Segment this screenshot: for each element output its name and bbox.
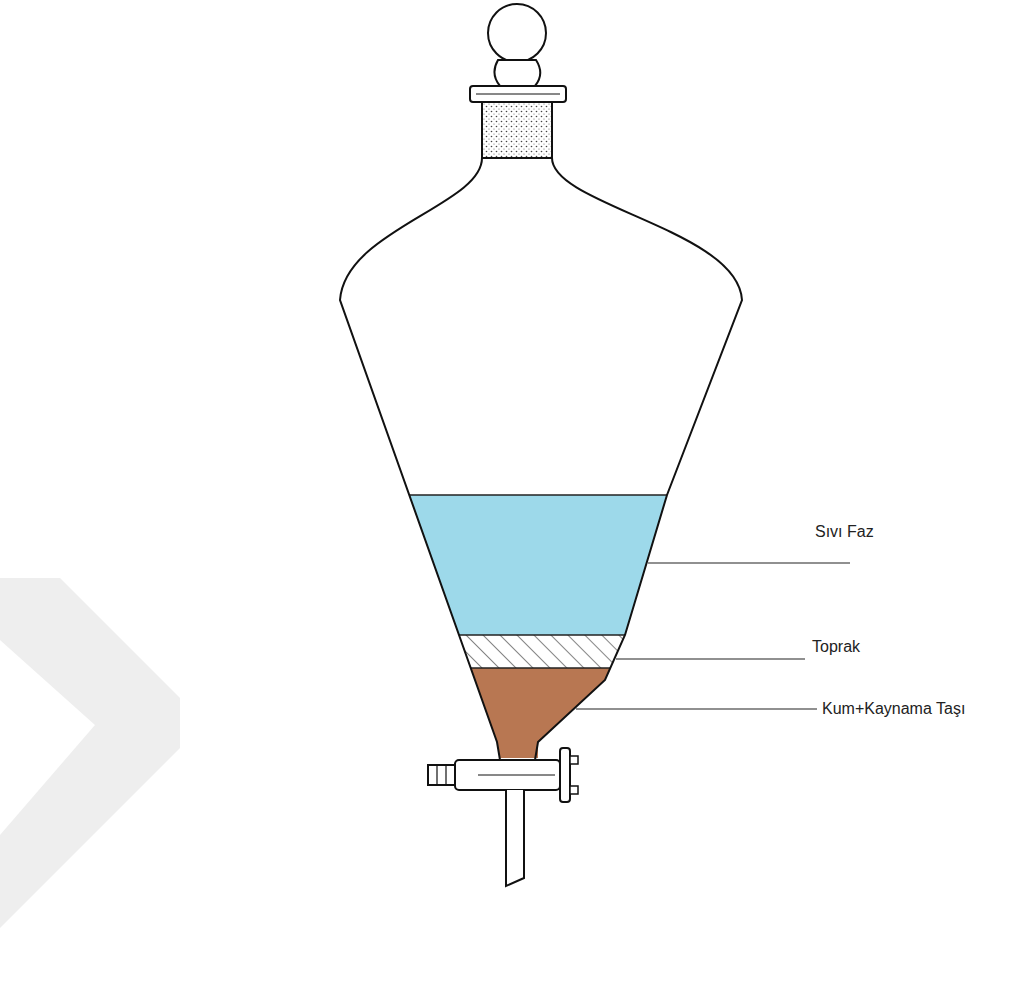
sand-layer [471, 668, 611, 758]
stopper-knob [494, 60, 540, 86]
stopper-collar [470, 86, 566, 102]
soil-hatching [459, 635, 625, 668]
funnel-stem [506, 790, 524, 886]
layer-boundary [459, 634, 625, 636]
barrel-line [478, 775, 555, 776]
nut-line [436, 765, 437, 785]
callout-label: Toprak [812, 637, 860, 657]
callout-label: Sıvı Faz [815, 522, 874, 542]
callout-label: Kum+Kaynama Taşı [822, 699, 965, 719]
handle-tab [570, 756, 578, 764]
layer-boundary [409, 494, 667, 496]
leader-line [648, 562, 850, 563]
liquid-phase [409, 495, 667, 635]
handle-tab [570, 786, 578, 794]
leader-line [616, 658, 805, 659]
collar-line [476, 94, 560, 95]
stopcock-handle [560, 748, 570, 802]
funnel-body [340, 158, 742, 760]
soil-layer [459, 635, 625, 668]
ground-glass-neck [482, 102, 552, 158]
layer-boundary [471, 667, 611, 669]
stopcock-nut [428, 765, 455, 785]
stopper-ball [488, 4, 546, 62]
watermark-shape [0, 578, 180, 928]
leader-line [576, 708, 817, 709]
nut-line [445, 765, 446, 785]
stopcock-barrel [455, 760, 560, 790]
